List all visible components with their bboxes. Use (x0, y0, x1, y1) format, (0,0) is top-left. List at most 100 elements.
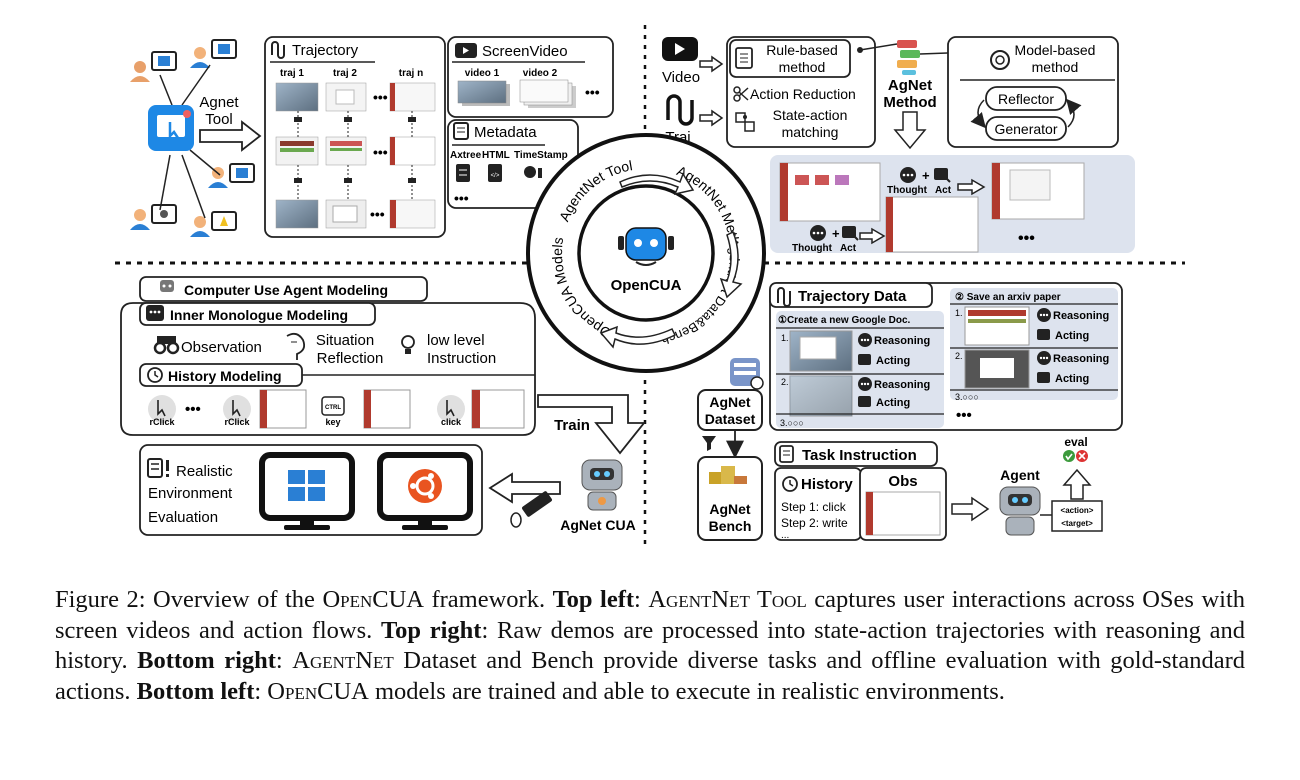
caption-opencua: OpenCUA (267, 677, 369, 705)
reasoning-label: Reasoning (874, 335, 930, 347)
history-modeling-title: History Modeling (168, 368, 282, 384)
user-mac-icon (130, 204, 177, 230)
model-based-label-2: method (1032, 59, 1079, 75)
model-based-label: Model-based (1015, 42, 1096, 58)
thought-icon (900, 167, 916, 183)
agnet-cua-label: AgNet CUA (560, 517, 635, 533)
podium-icon (709, 466, 747, 484)
ubuntu-monitor-icon (377, 452, 473, 530)
caption-bottom-left: Bottom left (136, 677, 255, 705)
figure-caption: Figure 2: Overview of the OpenCUA framew… (55, 585, 1245, 707)
opencua-framework-diagram: Agnet Tool Trajectory traj 1 traj 2 traj… (115, 25, 1185, 550)
deploy-arrow (488, 472, 561, 504)
caption-agentnet-tool: AgentNet Tool (648, 586, 807, 613)
history-sequence: rClick ••• rClick CTRL key click (148, 389, 525, 429)
dataset-bench-section: AgNet Dataset AgNet Bench Trajectory Dat… (697, 282, 1123, 541)
traj-label: traj n (399, 68, 423, 79)
binoculars-icon (153, 336, 180, 355)
history-step-1: Step 1: click (781, 500, 847, 514)
video-thumbnails (457, 79, 576, 108)
acting-label: Acting (1055, 330, 1089, 342)
realistic-label: Realistic (176, 463, 233, 480)
agnet-method-icon (897, 40, 920, 75)
caption-text: Dataset and Bench provide diverse tasks … (55, 647, 1245, 705)
video-play-icon (455, 43, 477, 58)
rule-based-label-2: method (779, 59, 826, 75)
caption-top-left: Top left (552, 586, 635, 613)
history-step-2: Step 2: write (781, 516, 848, 530)
situation-label-2: Reflection (317, 350, 384, 367)
action-tag: <action> (1061, 506, 1094, 515)
ring-arrow-top (619, 172, 695, 196)
plus-sign: + (922, 168, 930, 183)
reasoning-icon (1037, 308, 1051, 322)
trajectory-connectors (294, 111, 416, 200)
eval-up-arrow (1062, 468, 1092, 500)
eval-check-icon (1063, 450, 1075, 462)
generator-label: Generator (994, 121, 1057, 137)
agnet-tool-section: Agnet Tool Trajectory traj 1 traj 2 traj… (130, 36, 614, 238)
caption-text: : (254, 677, 268, 705)
caption-agentnet: AgentNet (292, 647, 394, 674)
trajectory-icon (271, 41, 285, 59)
video-ellipsis: ••• (585, 84, 600, 100)
cua-modeling-title: Computer Use Agent Modeling (184, 282, 388, 298)
traj-icon (666, 94, 694, 126)
agnet-dataset-label-2: Dataset (705, 411, 756, 427)
agnet-cua-robot-icon (581, 459, 623, 511)
trajectory-ellipsis: ••• (373, 144, 388, 160)
agnet-tool-icon (148, 105, 194, 151)
opencua-center: OpenCUA AgentNet Tool AgentNet Method Ag… (523, 133, 766, 373)
act-icon (842, 226, 859, 241)
step-number: 1. (955, 308, 963, 318)
metadata-item: Axtree (450, 150, 482, 161)
realistic-label-3: Evaluation (148, 509, 218, 526)
rule-document-icon (735, 47, 753, 69)
caption-text: : (634, 586, 649, 613)
acting-icon (858, 354, 871, 365)
trajectory-data-title: Trajectory Data (798, 288, 907, 305)
caption-opencua: OpenCUA (322, 586, 424, 613)
video-icon (662, 37, 698, 61)
traj-label: traj 2 (333, 68, 357, 79)
caption-text: framework. (423, 586, 553, 613)
state-action-label-2: matching (782, 124, 839, 140)
rule-based-label: Rule-based (766, 42, 838, 58)
action-reduction-label: Action Reduction (750, 86, 856, 102)
train-arrow (537, 394, 646, 455)
ring-arrow-right (719, 230, 743, 299)
task1-label: ①Create a new Google Doc. (778, 315, 911, 326)
clipboard-icon (779, 445, 794, 463)
metadata-item: HTML (482, 150, 510, 161)
reasoning-label: Reasoning (1053, 310, 1109, 322)
opencua-title: OpenCUA (611, 277, 682, 294)
step-number: 2. (955, 351, 963, 361)
history-icon (147, 367, 163, 383)
train-label: Train (554, 417, 590, 434)
reasoning-label: Reasoning (874, 379, 930, 391)
act-icon (934, 168, 951, 183)
traj-label: traj 1 (280, 68, 304, 79)
agnet-dataset-box (697, 389, 763, 431)
cua-modeling-header (139, 276, 428, 302)
monologue-icon (146, 305, 164, 321)
caption-text: : Raw demos are processed into state-act… (55, 616, 1245, 675)
ring-arrow-bottom (599, 325, 677, 349)
eval-cross-icon (1076, 450, 1088, 462)
caption-text: : (275, 647, 293, 674)
mouse-keyboard-icon (510, 491, 552, 528)
task-instruction-title: Task Instruction (802, 447, 917, 464)
target-tag: <target> (1061, 519, 1093, 528)
step-number: 3.○○○ (780, 418, 804, 428)
trajectory-data-header (769, 282, 933, 308)
output-screenshots (779, 162, 1085, 253)
history-ellipsis: ••• (185, 401, 201, 418)
acting-icon (1037, 329, 1050, 340)
caption-text: models are trained and able to execute i… (368, 677, 1005, 705)
video-label: video 1 (465, 68, 500, 79)
dataset-db-icon (730, 358, 764, 390)
situation-label: Situation (316, 332, 374, 349)
metadata-ellipsis: ••• (454, 190, 469, 206)
thought-label: Thought (792, 243, 833, 254)
trajectory-icon (777, 287, 791, 307)
